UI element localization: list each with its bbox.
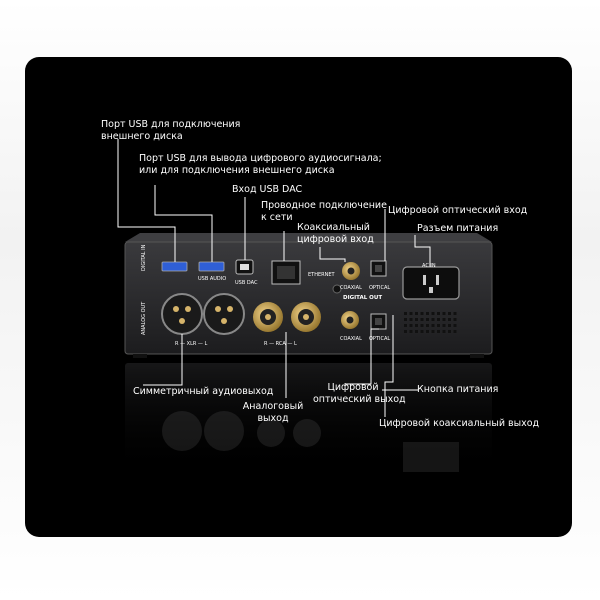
vent-hole — [404, 318, 407, 321]
panel-coaxial-top: COAXIAL — [340, 285, 362, 291]
vent-hole — [415, 324, 418, 327]
vent-hole — [404, 324, 407, 327]
vent-hole — [409, 318, 413, 321]
label-optical-in: Цифровой оптический вход — [388, 205, 528, 216]
vent-hole — [420, 312, 424, 315]
panel-analog-out: ANALOG OUT — [141, 301, 147, 335]
vent-hole — [431, 312, 435, 315]
panel-rca: R — RCA — L — [264, 341, 297, 347]
label-analog-out: Аналоговый выход — [242, 401, 304, 424]
vent-hole — [404, 312, 407, 315]
vent-hole — [415, 318, 418, 321]
vent-hole — [448, 318, 451, 321]
panel-digital-out: DIGITAL OUT — [343, 295, 383, 301]
vent-hole — [453, 312, 457, 315]
vent-hole — [442, 318, 446, 321]
xlr-left — [203, 293, 245, 335]
vent-hole — [420, 324, 424, 327]
device-illustration — [117, 139, 493, 475]
panel-usb-audio: USB AUDIO — [198, 276, 227, 282]
vent-hole — [415, 330, 418, 333]
panel-optical-bottom: OPTICAL — [369, 336, 391, 342]
vent-hole — [437, 318, 440, 321]
rca-right — [253, 302, 283, 332]
vent-hole — [426, 324, 429, 327]
vent-hole — [437, 324, 440, 327]
vent-hole — [453, 330, 457, 333]
panel-optical-top: OPTICAL — [369, 285, 391, 291]
label-coaxial-out: Цифровой коаксиальный выход — [379, 418, 540, 429]
vent-hole — [404, 330, 407, 333]
vent-hole — [426, 312, 429, 315]
vent-hole — [431, 324, 435, 327]
vent-hole — [431, 318, 435, 321]
vent-hole — [442, 312, 446, 315]
vent-hole — [442, 324, 446, 327]
label-usb-dac: Вход USB DAC — [232, 184, 303, 195]
chassis-top — [125, 233, 492, 242]
vent-hole — [409, 330, 413, 333]
usb-port-2 — [198, 261, 225, 272]
panel-coaxial-bottom: COAXIAL — [340, 336, 362, 342]
vent-hole — [415, 312, 418, 315]
panel-digital-in: DIGITAL IN — [141, 244, 147, 271]
label-usb-digital-out: Порт USB для вывода цифрового аудиосигна… — [139, 153, 382, 176]
vent-hole — [409, 312, 413, 315]
panel-xlr: R — XLR — L — [175, 341, 208, 347]
vent-hole — [448, 324, 451, 327]
rca-left — [291, 302, 321, 332]
label-power-button: Кнопка питания — [417, 384, 499, 395]
label-power-socket: Разъем питания — [417, 223, 499, 234]
vent-hole — [442, 330, 446, 333]
panel-ethernet: ETHERNET — [308, 272, 335, 278]
label-coaxial-in: Коаксиальный цифровой вход — [297, 222, 374, 245]
vent-hole — [448, 312, 451, 315]
vent-grid — [404, 312, 457, 333]
vent-hole — [448, 330, 451, 333]
panel-usb-dac: USB DAC — [235, 280, 258, 286]
vent-hole — [453, 318, 457, 321]
vent-hole — [426, 318, 429, 321]
vent-hole — [453, 324, 457, 327]
vent-hole — [420, 330, 424, 333]
label-balanced-out: Симметричный аудиовыход — [133, 386, 274, 397]
leader-lines — [117, 139, 431, 417]
usb-port-1 — [161, 261, 188, 272]
panel-reflection — [125, 363, 492, 475]
vent-hole — [426, 330, 429, 333]
vent-hole — [431, 330, 435, 333]
label-usb-external-disk: Порт USB для подключения внешнего диска — [101, 119, 241, 142]
power-socket — [402, 266, 460, 300]
diagram-card: DIGITAL IN USB AUDIO USB DAC ETHERNET CO… — [25, 57, 572, 537]
xlr-right — [161, 293, 203, 335]
label-optical-out: Цифровой оптический выход — [313, 382, 406, 405]
vent-hole — [409, 324, 413, 327]
vent-hole — [437, 312, 440, 315]
panel-ac-in: AC IN — [422, 263, 436, 269]
vent-hole — [437, 330, 440, 333]
label-ethernet: Проводное подключение к сети — [261, 200, 387, 223]
vent-hole — [420, 318, 424, 321]
